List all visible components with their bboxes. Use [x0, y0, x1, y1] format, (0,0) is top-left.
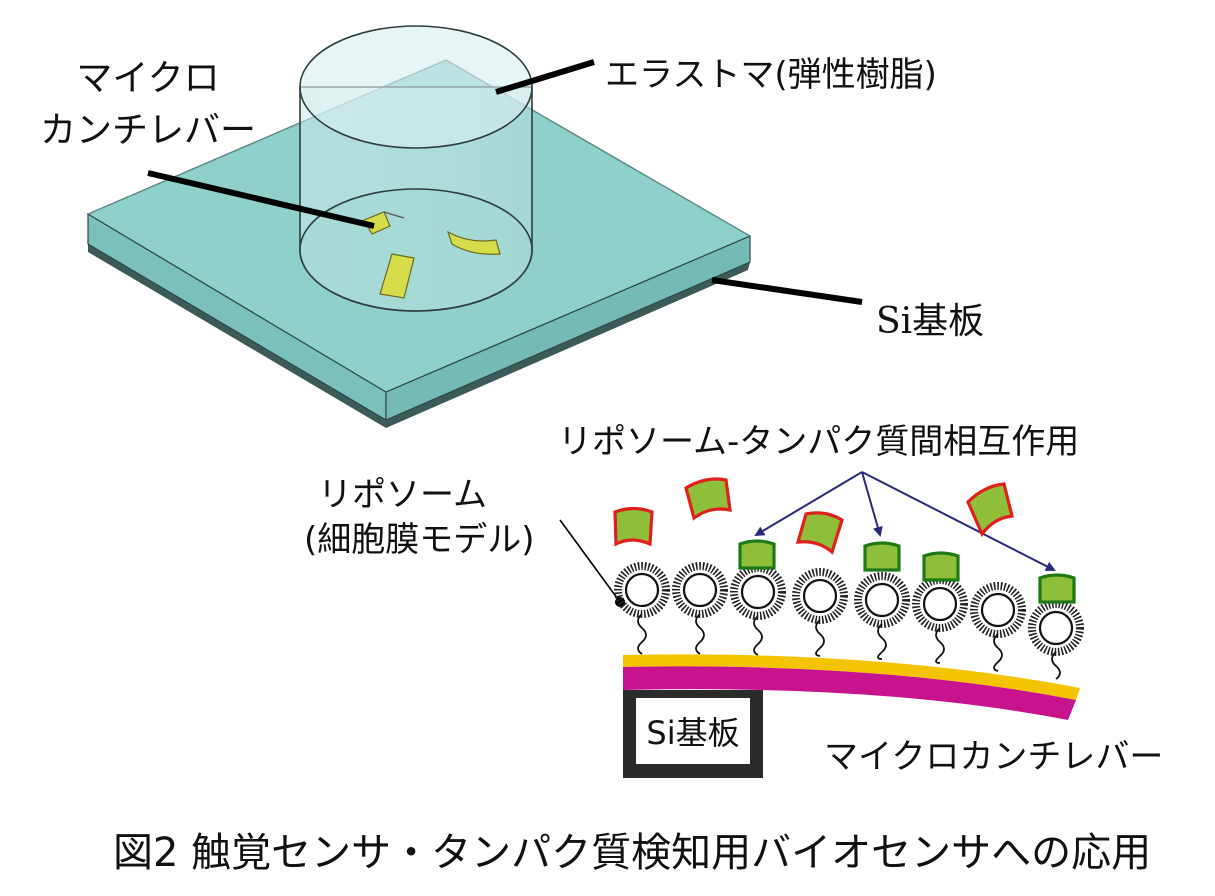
label-microcantilever-bottom: マイクロカンチレバー — [824, 737, 1163, 777]
si-substrate-block — [623, 690, 763, 778]
liposome — [1028, 600, 1084, 680]
label-microcantilever-line1: マイクロ — [76, 58, 219, 99]
leader-liposome — [559, 519, 621, 603]
free-proteins — [613, 477, 1014, 555]
label-si-substrate-bottom: Si基板 — [646, 714, 739, 752]
label-liposome-line2: (細胞膜モデル) — [304, 520, 535, 560]
label-liposome-line1: リポソーム — [318, 475, 487, 515]
elastomer-cylinder — [299, 25, 533, 312]
label-microcantilever-line2: カンチレバー — [40, 110, 256, 151]
figure-caption: 図2 触覚センサ・タンパク質検知用バイオセンサへの応用 — [113, 830, 1151, 876]
liposome — [912, 576, 968, 664]
liposome — [970, 582, 1026, 672]
label-si-substrate-top: Si基板 — [876, 301, 984, 342]
bound-proteins — [738, 539, 1076, 604]
leader-elastomer — [495, 59, 595, 95]
leader-microcantilever — [147, 170, 375, 229]
device-illustration — [86, 25, 863, 428]
label-elastomer: エラストマ(弾性樹脂) — [605, 55, 937, 95]
cantilever-stack — [623, 654, 1080, 720]
gold-layer — [623, 654, 1080, 700]
label-interaction: リポソーム-タンパク質間相互作用 — [558, 422, 1079, 462]
leader-si-substrate — [711, 277, 863, 305]
liposome-array — [614, 562, 1084, 680]
liposome — [792, 568, 848, 657]
liposome — [854, 572, 910, 660]
interaction-arrows — [754, 471, 1056, 571]
magenta-layer — [623, 666, 1076, 720]
liposome — [672, 562, 728, 655]
liposome — [614, 562, 670, 655]
liposome — [730, 564, 786, 656]
cantilever-chips — [363, 211, 501, 299]
